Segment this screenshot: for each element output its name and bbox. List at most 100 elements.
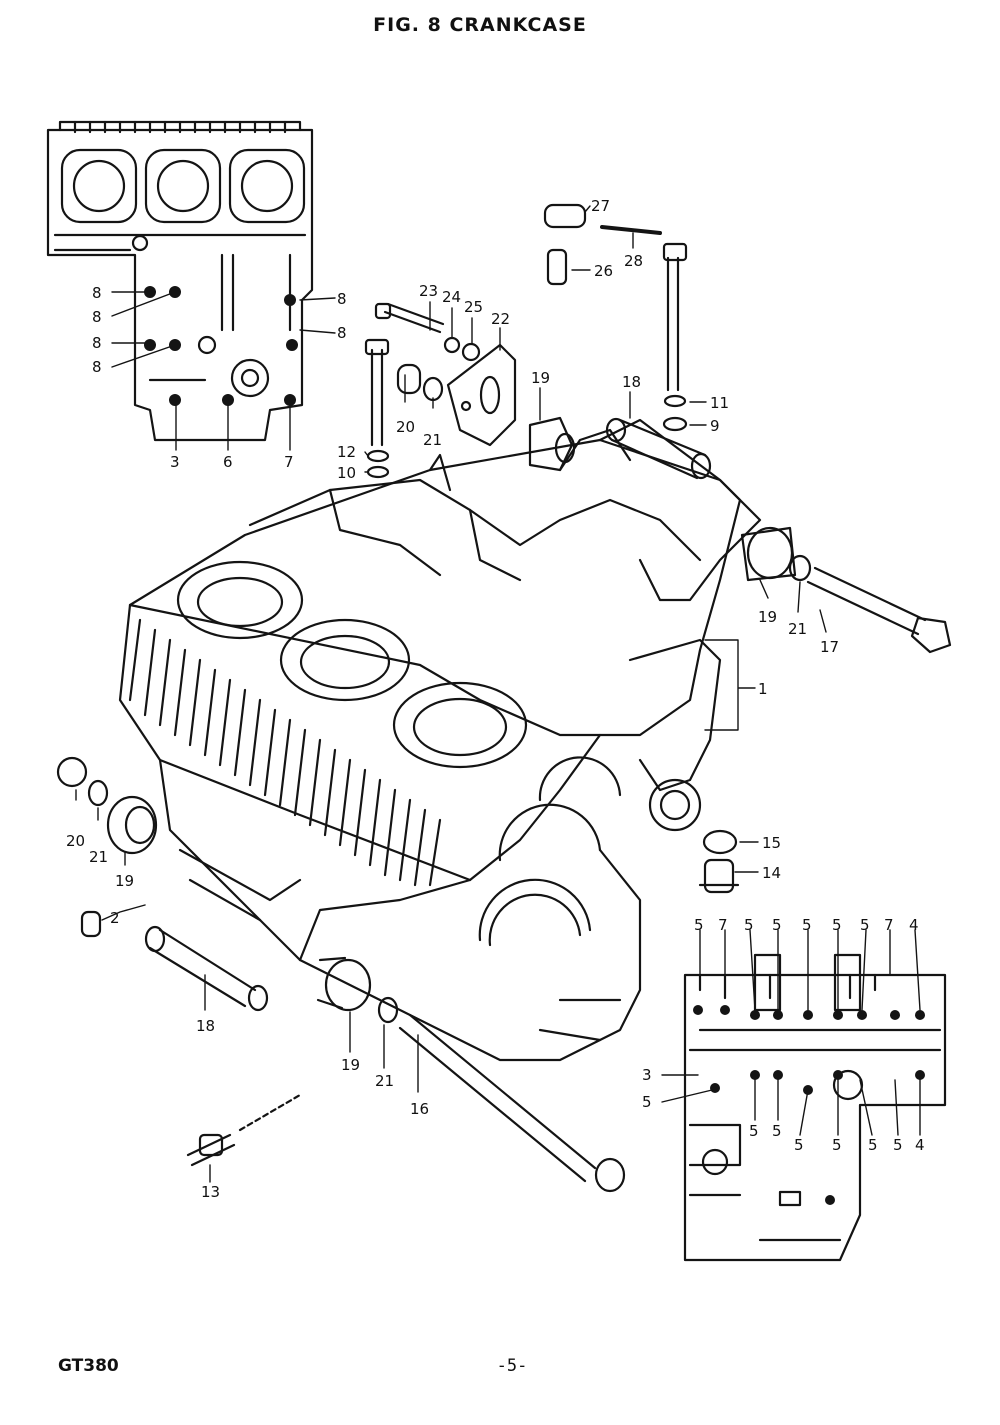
callout-27: 27 xyxy=(591,197,610,215)
pipe-18-top xyxy=(605,417,712,480)
callout-21-right: 21 xyxy=(788,620,807,638)
callout-upper-3: 3 xyxy=(170,453,180,471)
callout-upper-8a: 8 xyxy=(92,284,102,302)
callout-upper-8d: 8 xyxy=(92,358,102,376)
callout-22: 22 xyxy=(491,310,510,328)
callout-lower-5m: 5 xyxy=(893,1136,903,1154)
crankcase-assembly xyxy=(118,418,762,1062)
callout-lower-5h: 5 xyxy=(749,1122,759,1140)
callout-upper-8e: 8 xyxy=(337,290,347,308)
washer-21-top xyxy=(422,376,444,402)
lower-crankcase-inset xyxy=(683,953,947,1262)
stud-long-right xyxy=(662,242,688,392)
cap-2 xyxy=(80,910,102,938)
callout-10: 10 xyxy=(337,464,356,482)
callout-upper-7: 7 xyxy=(284,453,294,471)
callout-14: 14 xyxy=(762,864,781,882)
callout-lower-5k: 5 xyxy=(832,1136,842,1154)
callout-12: 12 xyxy=(337,443,356,461)
callout-20-left: 20 xyxy=(66,832,85,850)
callout-19-bottom: 19 xyxy=(341,1056,360,1074)
damper-19-top xyxy=(528,416,576,472)
callout-13: 13 xyxy=(201,1183,220,1201)
callout-lower-3: 3 xyxy=(642,1066,652,1084)
washer-24 xyxy=(443,336,461,354)
callout-11: 11 xyxy=(710,394,729,412)
callout-9: 9 xyxy=(710,417,720,435)
callout-17: 17 xyxy=(820,638,839,656)
damper-19-left xyxy=(106,795,158,855)
figure-title: FIG. 8 CRANKCASE xyxy=(373,14,587,36)
callout-23: 23 xyxy=(419,282,438,300)
cap-27 xyxy=(543,203,587,229)
washer-21-right xyxy=(788,554,812,582)
leader-lines xyxy=(75,205,921,1183)
washer-9 xyxy=(662,416,688,432)
bolt-17 xyxy=(806,566,952,654)
callout-lower-5e: 5 xyxy=(832,916,842,934)
stud-long-left xyxy=(364,338,390,447)
callout-16: 16 xyxy=(410,1100,429,1118)
washer-10 xyxy=(366,465,390,479)
callout-lower-5d: 5 xyxy=(802,916,812,934)
callout-28: 28 xyxy=(624,252,643,270)
callout-lower-5l: 5 xyxy=(868,1136,878,1154)
callout-24: 24 xyxy=(442,288,461,306)
callout-lower-7b: 7 xyxy=(884,916,894,934)
washer-15 xyxy=(702,829,738,855)
callout-upper-8f: 8 xyxy=(337,324,347,342)
callout-lower-5j: 5 xyxy=(794,1136,804,1154)
callout-lower-4b: 4 xyxy=(915,1136,925,1154)
callout-18-bottom: 18 xyxy=(196,1017,215,1035)
lower-inset-callouts: 5 7 5 5 5 5 5 7 4 3 5 5 5 5 5 5 5 4 xyxy=(642,916,925,1154)
damper-19-bottom xyxy=(316,956,372,1012)
callout-18-top: 18 xyxy=(622,373,641,391)
plug-26 xyxy=(546,248,568,286)
callout-21-left: 21 xyxy=(89,848,108,866)
stud-13 xyxy=(186,1093,302,1167)
callout-upper-8b: 8 xyxy=(92,308,102,326)
callout-19-left: 19 xyxy=(115,872,134,890)
callout-20-top: 20 xyxy=(396,418,415,436)
callout-19-top: 19 xyxy=(531,369,550,387)
washer-11 xyxy=(663,394,687,408)
callout-21-bottom: 21 xyxy=(375,1072,394,1090)
model-label: GT380 xyxy=(58,1356,119,1376)
damper-19-right xyxy=(740,526,797,582)
pipe-18-bottom xyxy=(144,925,269,1012)
bracket-22 xyxy=(446,343,517,447)
washer-21-left xyxy=(87,779,109,807)
damper-20-top xyxy=(396,363,422,395)
washer-21-bottom xyxy=(377,996,399,1024)
bolt-16 xyxy=(398,1013,626,1193)
pin-28 xyxy=(600,225,662,235)
callout-26: 26 xyxy=(594,262,613,280)
callout-21-top: 21 xyxy=(423,431,442,449)
page-number: -5- xyxy=(496,1356,528,1376)
damper-20-left xyxy=(56,756,88,788)
bolt-23 xyxy=(374,302,445,334)
callout-lower-7a: 7 xyxy=(718,916,728,934)
main-callouts: 1 2 9 10 11 12 13 14 15 16 17 18 18 19 1… xyxy=(66,197,839,1201)
callout-lower-5f: 5 xyxy=(860,916,870,934)
upper-crankcase-inset xyxy=(46,120,314,442)
callout-2: 2 xyxy=(110,909,120,927)
callout-15: 15 xyxy=(762,834,781,852)
callout-lower-5b: 5 xyxy=(744,916,754,934)
washer-12 xyxy=(366,449,390,463)
callout-19-right: 19 xyxy=(758,608,777,626)
callout-lower-5a: 5 xyxy=(694,916,704,934)
plug-14 xyxy=(698,858,740,894)
washer-25 xyxy=(461,342,481,362)
callout-25: 25 xyxy=(464,298,483,316)
callout-lower-5c: 5 xyxy=(772,916,782,934)
callout-upper-8c: 8 xyxy=(92,334,102,352)
callout-1: 1 xyxy=(758,680,768,698)
callout-upper-6: 6 xyxy=(223,453,233,471)
callout-lower-4a: 4 xyxy=(909,916,919,934)
callout-lower-5g: 5 xyxy=(642,1093,652,1111)
callout-lower-5i: 5 xyxy=(772,1122,782,1140)
upper-inset-callouts: 8 8 8 8 8 8 3 6 7 xyxy=(92,284,347,471)
